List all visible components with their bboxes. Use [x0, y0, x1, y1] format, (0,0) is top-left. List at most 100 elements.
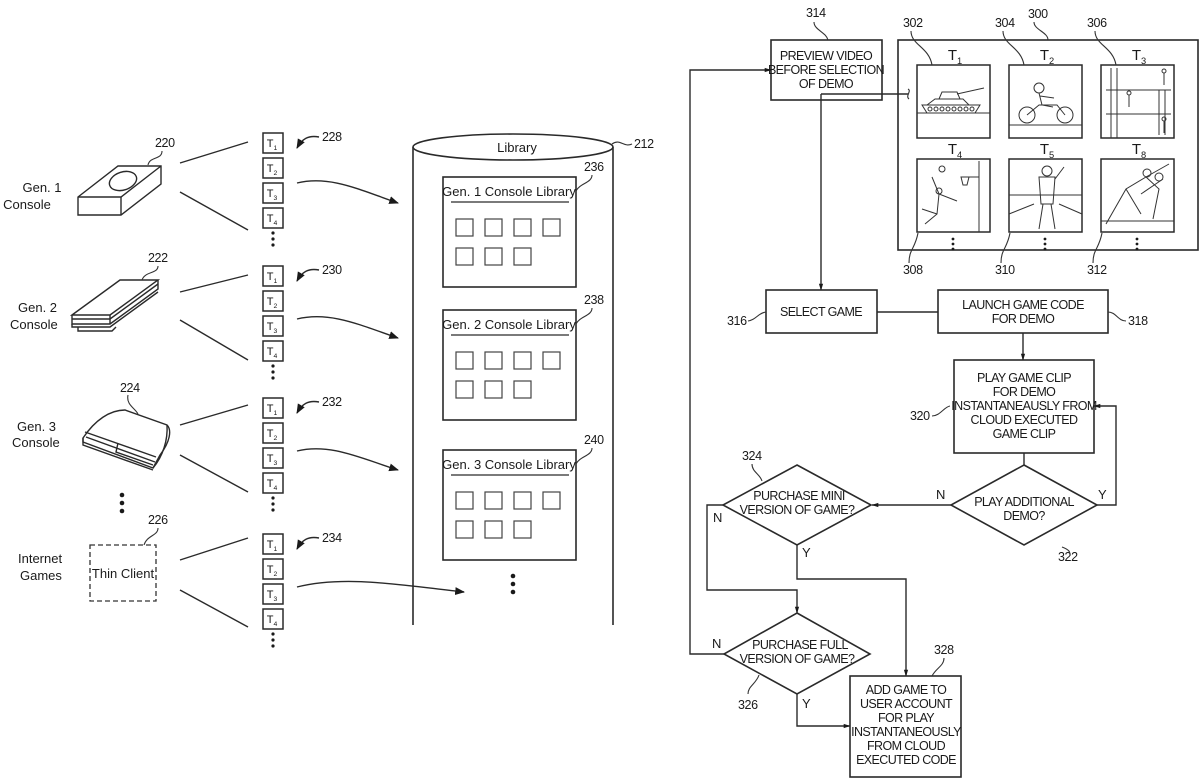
step-select-game[interactable]: SELECT GAME — [766, 290, 877, 333]
ellipsis-dot — [1044, 248, 1047, 251]
decision-play-additional-demo[interactable]: PLAY ADDITIONAL DEMO? — [951, 465, 1097, 545]
ref-number: 306 — [1087, 16, 1107, 30]
ref-number: 324 — [742, 449, 762, 463]
library-section-title: Gen. 1 Console Library — [442, 184, 576, 199]
title-cell[interactable]: T3 — [263, 584, 283, 604]
ellipsis-dot — [1044, 238, 1047, 241]
step-launch-game-code[interactable]: LAUNCH GAME CODE FOR DEMO — [938, 290, 1108, 333]
title-cell[interactable]: T4 — [263, 341, 283, 361]
decision-purchase-full[interactable]: PURCHASE FULL VERSION OF GAME? — [724, 613, 870, 694]
step-text: PURCHASE FULL — [752, 638, 848, 652]
step-text: OF DEMO — [799, 77, 854, 91]
decision-purchase-mini[interactable]: PURCHASE MINI VERSION OF GAME? — [723, 465, 871, 545]
step-add-game-to-account[interactable]: ADD GAME TO USER ACCOUNT FOR PLAY INSTAN… — [850, 676, 962, 777]
library-ellipsis — [511, 574, 516, 595]
step-text: PREVIEW VIDEO — [780, 49, 873, 63]
title-cell[interactable]: T1 — [263, 133, 283, 153]
ellipsis-dot — [1136, 238, 1139, 241]
step-text: VERSION OF GAME? — [740, 503, 855, 517]
step-text: PURCHASE MINI — [753, 489, 845, 503]
step-text: LAUNCH GAME CODE — [962, 298, 1084, 312]
game-slot[interactable] — [514, 248, 531, 265]
game-slot[interactable] — [514, 352, 531, 369]
title-cell[interactable]: T2 — [263, 158, 283, 178]
game-slot[interactable] — [485, 248, 502, 265]
library-sections: Gen. 1 Console Library236Gen. 2 Console … — [442, 160, 604, 560]
game-slot[interactable] — [485, 492, 502, 509]
ellipsis-dot — [952, 243, 955, 246]
game-slot[interactable] — [514, 381, 531, 398]
title-cell[interactable]: T1 — [263, 398, 283, 418]
game-slot[interactable] — [456, 492, 473, 509]
game-slot[interactable] — [485, 521, 502, 538]
title-cell[interactable]: T4 — [263, 609, 283, 629]
step-play-game-clip[interactable]: PLAY GAME CLIP FOR DEMO INSTANTANEAUSLY … — [951, 360, 1097, 453]
title-stack: T1T2T3T4 234 — [263, 531, 342, 648]
ref-number: 318 — [1128, 314, 1148, 328]
game-slot[interactable] — [456, 248, 473, 265]
title-cell[interactable]: T2 — [263, 291, 283, 311]
source-internet: Internet Games Thin Client 226 — [18, 513, 168, 601]
title-cell[interactable]: T1 — [263, 266, 283, 286]
ellipsis-dot — [1136, 248, 1139, 251]
thin-client-label: Thin Client — [92, 566, 155, 581]
game-slot[interactable] — [543, 492, 560, 509]
left-figure: Gen. 1 Console 220 Gen. 2 Console — [3, 130, 654, 648]
source-gen3: Gen. 3 Console 224 — [12, 381, 170, 470]
title-cell[interactable]: T3 — [263, 448, 283, 468]
ref-number: 234 — [322, 531, 342, 545]
ellipsis-dot — [271, 644, 274, 647]
step-text: GAME CLIP — [993, 427, 1056, 441]
game-slot[interactable] — [456, 219, 473, 236]
game-slot[interactable] — [514, 219, 531, 236]
library-cylinder: Library 212 Gen. 1 Console Library236Gen… — [413, 134, 654, 625]
library-section[interactable]: Gen. 1 Console Library236 — [442, 160, 604, 287]
ref-number: 328 — [934, 643, 954, 657]
title-cell[interactable]: T4 — [263, 208, 283, 228]
ellipsis-dot — [1136, 243, 1139, 246]
title-cell[interactable]: T2 — [263, 423, 283, 443]
game-slot[interactable] — [456, 521, 473, 538]
step-preview-video[interactable]: PREVIEW VIDEO BEFORE SELECTION OF DEMO — [768, 40, 885, 100]
right-figure: 300 T1302T2304T3306T4308T5310T8312 PREVI… — [690, 6, 1198, 777]
branch-no-label: N — [713, 510, 722, 525]
ref-arrow — [297, 269, 319, 281]
title-cell[interactable]: T3 — [263, 316, 283, 336]
game-slot[interactable] — [514, 492, 531, 509]
title-cell[interactable]: T4 — [263, 473, 283, 493]
game-slot[interactable] — [514, 521, 531, 538]
gen2-console-icon — [72, 280, 158, 331]
title-stack: T1T2T3T4230 — [263, 263, 342, 380]
library-section[interactable]: Gen. 3 Console Library240 — [442, 433, 604, 560]
game-slot[interactable] — [485, 219, 502, 236]
ref-number: 308 — [903, 263, 923, 277]
ref-number: 304 — [995, 16, 1015, 30]
game-slot[interactable] — [543, 219, 560, 236]
step-text: VERSION OF GAME? — [740, 652, 855, 666]
ref-number: 222 — [148, 251, 168, 265]
title-cell[interactable]: T1 — [263, 534, 283, 554]
step-text: EXECUTED CODE — [856, 753, 956, 767]
step-text: PLAY ADDITIONAL — [974, 495, 1074, 509]
title-cell[interactable]: T3 — [263, 183, 283, 203]
source-label: Console — [12, 435, 60, 450]
step-text: INSTANTANEAUSLY FROM — [951, 399, 1097, 413]
step-text: FOR DEMO — [992, 312, 1055, 326]
game-slot[interactable] — [543, 352, 560, 369]
library-section[interactable]: Gen. 2 Console Library238 — [442, 293, 604, 420]
library-section-title: Gen. 2 Console Library — [442, 317, 576, 332]
game-slot[interactable] — [485, 352, 502, 369]
ellipsis-dot — [1044, 243, 1047, 246]
source-label: Console — [3, 197, 51, 212]
ref-number: 220 — [155, 136, 175, 150]
ellipsis-dot — [271, 376, 274, 379]
title-cell[interactable]: T2 — [263, 559, 283, 579]
ellipsis-dot — [271, 502, 274, 505]
ellipsis-dot — [271, 364, 274, 367]
game-slot[interactable] — [456, 352, 473, 369]
ref-arrow — [297, 401, 319, 413]
game-slot[interactable] — [456, 381, 473, 398]
ellipsis-dot — [271, 508, 274, 511]
game-slot[interactable] — [485, 381, 502, 398]
